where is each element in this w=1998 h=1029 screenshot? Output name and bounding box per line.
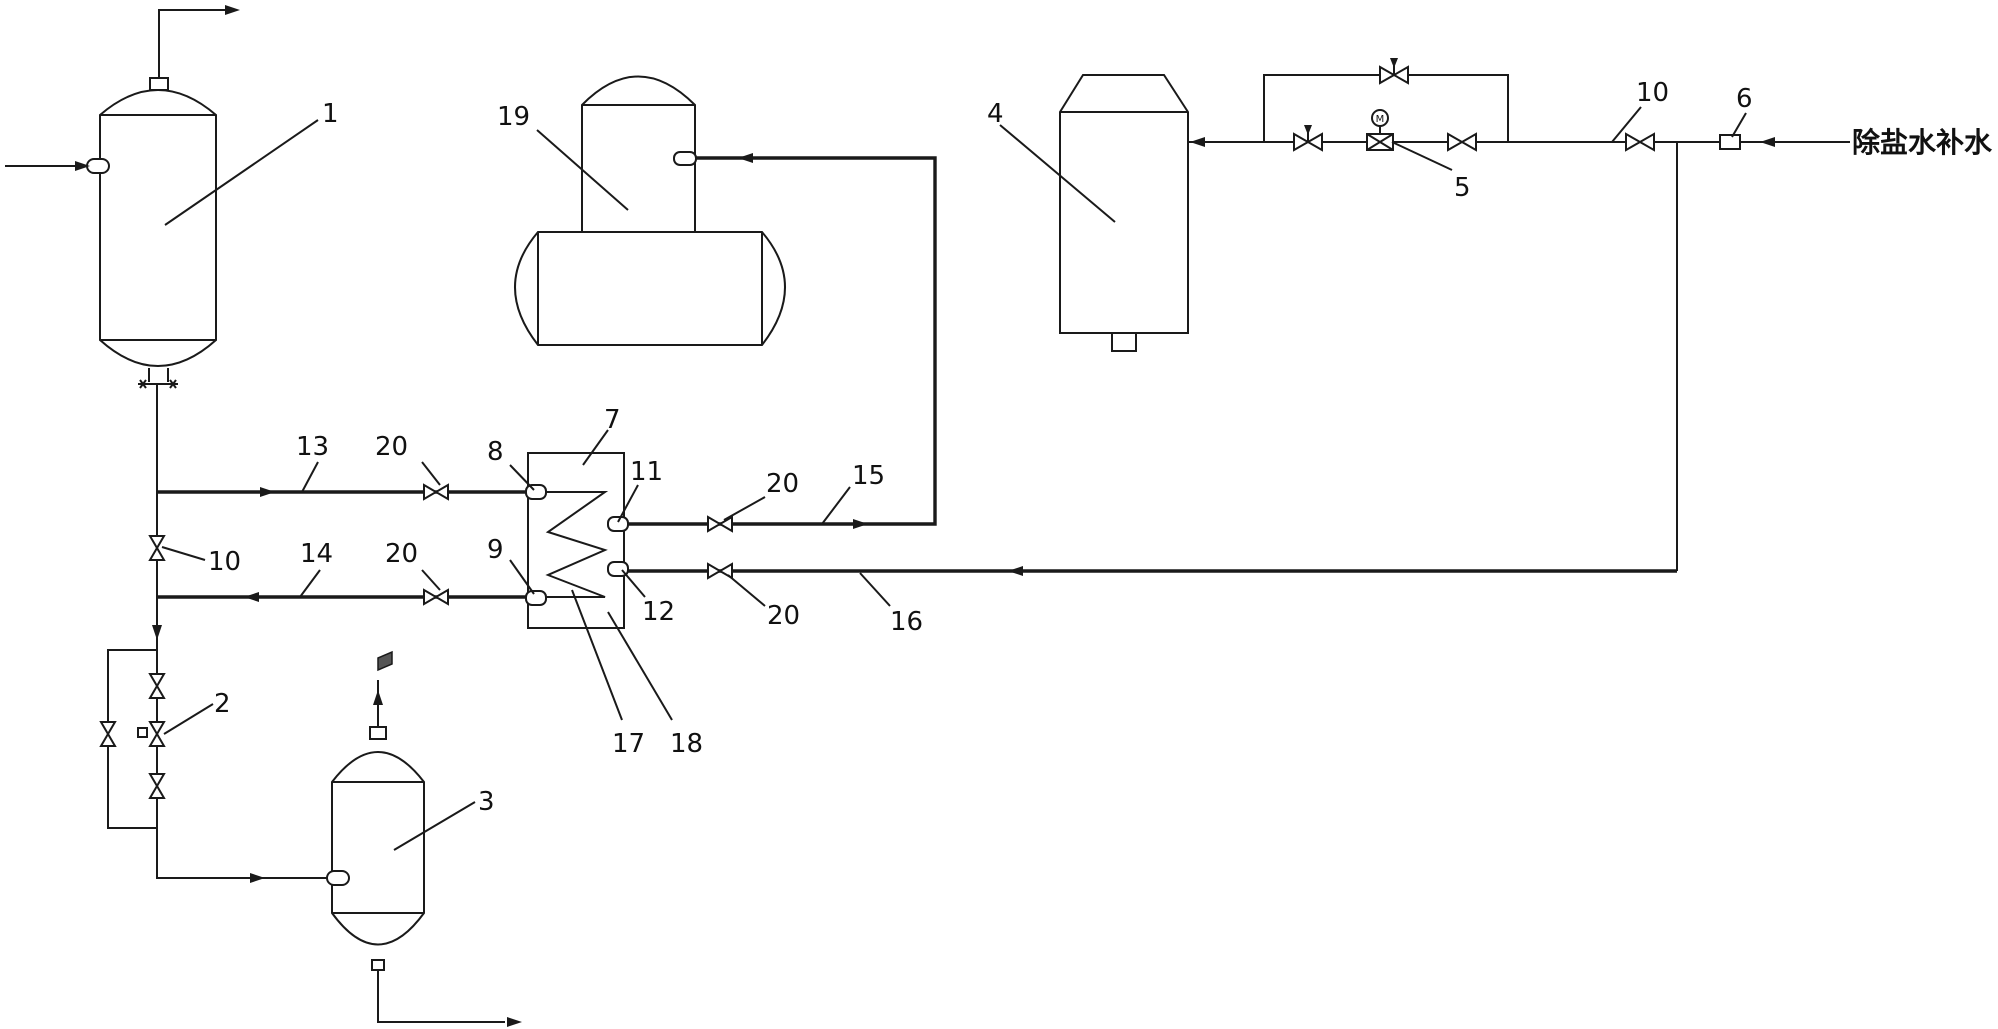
heat-exchanger-7 (525, 452, 629, 629)
pipe-16 (628, 142, 1678, 576)
pipe-13 (157, 487, 526, 497)
label-18: 18 (670, 729, 703, 759)
label-20-line-15: 20 (766, 469, 799, 499)
label-14: 14 (300, 539, 333, 569)
labels: 1 19 4 5 6 10 7 8 9 11 12 13 20 14 20 15… (208, 78, 1993, 817)
label-4: 4 (987, 99, 1004, 129)
label-17: 17 (612, 729, 645, 759)
valve-20-line-13 (423, 483, 449, 501)
pipe-15 (628, 153, 937, 529)
label-15: 15 (852, 461, 885, 491)
vessel-3-bottom-outlet (377, 970, 522, 1027)
vessel-3-vent (373, 650, 393, 727)
valve-10-main (148, 535, 166, 561)
valve-inlet-left (1293, 125, 1323, 152)
vessel-19 (514, 75, 786, 346)
label-20-line-13: 20 (375, 432, 408, 462)
label-13: 13 (296, 432, 329, 462)
label-16: 16 (890, 607, 923, 637)
label-20-line-14: 20 (385, 539, 418, 569)
valve-inlet-right (1447, 132, 1477, 152)
vessel-1-top-outlet-line (158, 5, 240, 68)
tank-4 (1059, 74, 1189, 352)
filter-6 (1719, 134, 1741, 150)
valve-2-station (99, 649, 166, 830)
label-19: 19 (497, 102, 530, 132)
pipe-14 (157, 592, 526, 602)
makeup-water-line (1188, 137, 1850, 147)
valve-20-line-16 (707, 562, 733, 580)
inlet-text-label: 除盐水补水 (1852, 126, 1993, 159)
label-10-header: 10 (1636, 78, 1669, 108)
valve-20-line-14 (423, 588, 449, 606)
vessel-1 (86, 68, 217, 389)
label-9: 9 (487, 535, 504, 565)
leader-lines (161, 106, 1747, 851)
label-2: 2 (214, 689, 231, 719)
label-12: 12 (642, 597, 675, 627)
label-5: 5 (1454, 173, 1471, 203)
vessel-3 (326, 726, 425, 971)
valve-10-header (1625, 132, 1655, 152)
label-10-main: 10 (208, 547, 241, 577)
label-6: 6 (1736, 84, 1753, 114)
label-1: 1 (322, 99, 339, 129)
motor-valve-5: M (1366, 109, 1394, 151)
valve-5-bypass-line (1263, 74, 1509, 142)
label-7: 7 (604, 405, 621, 435)
valve-bypass-top (1379, 58, 1409, 85)
valve-20-line-15 (707, 515, 733, 533)
label-8: 8 (487, 437, 504, 467)
label-20-line-16: 20 (767, 601, 800, 631)
main-vertical-line (152, 384, 162, 650)
vessel-1-side-inlet-line (5, 161, 90, 171)
vessel-3-inlet-line (156, 828, 328, 883)
label-3: 3 (478, 787, 495, 817)
label-11: 11 (630, 457, 663, 487)
svg-text:M: M (1376, 114, 1385, 125)
